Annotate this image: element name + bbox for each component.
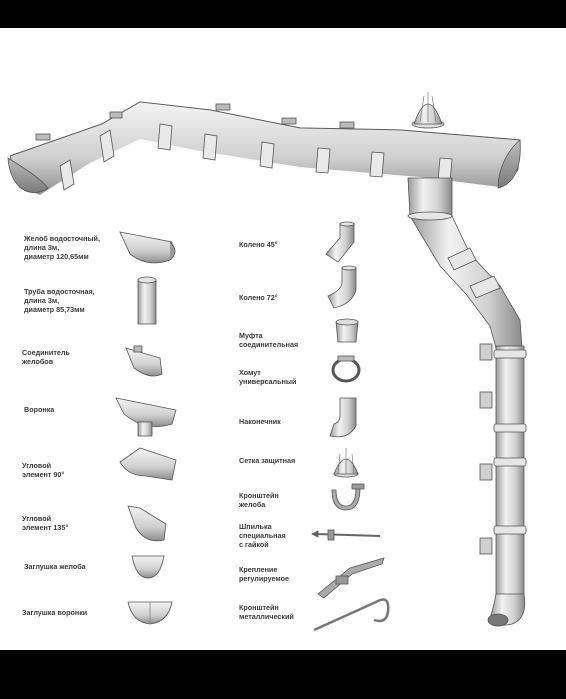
corner-90-icon: [119, 447, 177, 481]
elbow-72-icon: [327, 265, 357, 309]
adjustable-mount-icon: [317, 557, 385, 599]
label-elbow-72: Колено 72°: [239, 293, 278, 302]
label-threaded-stud: Шпилька специальная с гайкой: [239, 522, 286, 549]
label-funnel: Воронка: [24, 405, 55, 414]
label-pipe-outlet: Наконечник: [239, 417, 281, 426]
funnel-end-cap-icon: [127, 601, 173, 625]
gutter-end-cap-icon: [131, 555, 165, 579]
pipe-clamp-icon: [331, 355, 361, 383]
protective-mesh-icon: [333, 448, 359, 478]
downpipe-assembly: [407, 177, 527, 627]
downpipe-icon: [137, 276, 157, 325]
corner-135-icon: [127, 505, 167, 542]
label-funnel-end-cap: Заглушка воронки: [22, 608, 88, 617]
label-pipe-clamp: Хомут универсальный: [239, 368, 297, 386]
gutter-section-icon: [119, 231, 176, 264]
label-gutter-end-cap: Заглушка желоба: [24, 562, 86, 571]
drainage-system-diagram: Желоб водосточный, длина 3м, диаметр 120…: [0, 28, 566, 650]
label-protective-mesh: Сетка защитная: [239, 456, 296, 465]
label-downpipe: Труба водосточная, длина 3м, диаметр 85,…: [24, 287, 95, 314]
elbow-45-icon: [325, 221, 355, 263]
pipe-outlet-icon: [329, 397, 357, 438]
coupling-icon: [335, 318, 359, 343]
metal-bracket-icon: [313, 598, 390, 632]
label-metal-bracket: Кронштейн металлический: [239, 603, 294, 621]
threaded-stud-icon: [311, 529, 381, 541]
gutter-assembly: [7, 92, 521, 198]
label-gutter-bracket: Кронштейн желоба: [239, 491, 279, 509]
label-gutter-section: Желоб водосточный, длина 3м, диаметр 120…: [24, 234, 100, 261]
label-adjustable-mount: Крепление регулируемое: [239, 565, 289, 583]
gutter-bracket-icon: [331, 483, 365, 511]
label-corner-135: Угловой элемент 135°: [22, 514, 69, 532]
diagram-graphics: [7, 92, 527, 632]
label-gutter-connector: Соединитель желобов: [22, 348, 70, 366]
label-corner-90: Угловой элемент 90°: [22, 461, 65, 479]
gutter-connector-icon: [125, 345, 163, 377]
label-coupling: Муфта соединительная: [239, 331, 299, 349]
funnel-icon: [115, 397, 177, 437]
label-elbow-45: Колено 45°: [239, 240, 278, 249]
